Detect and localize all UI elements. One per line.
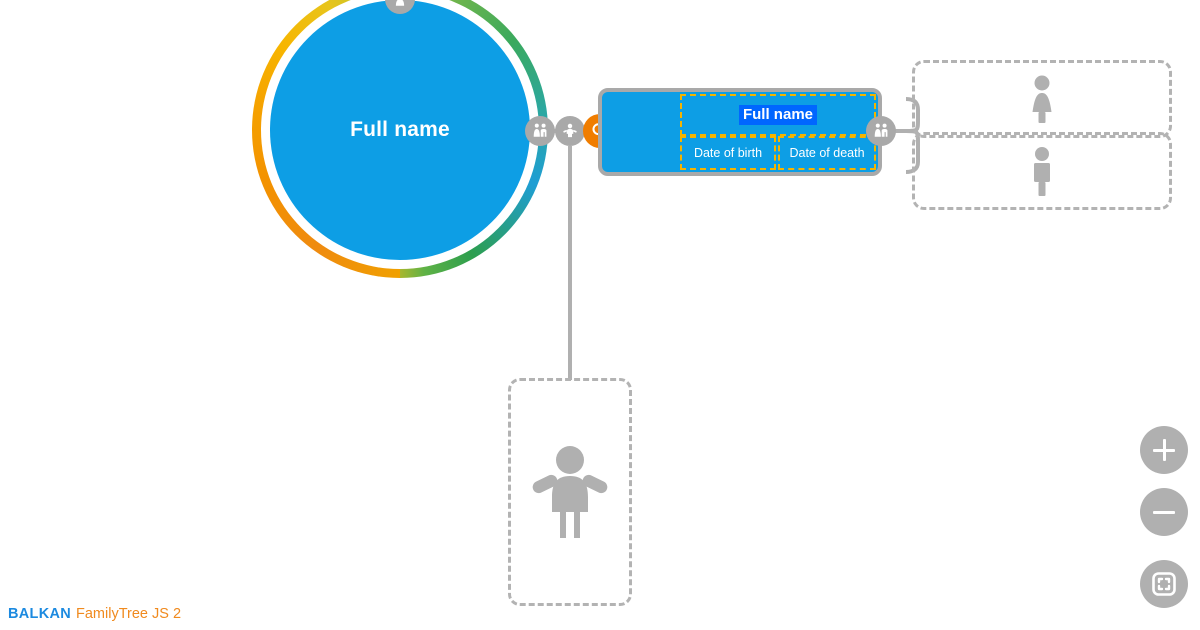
circle-node-body[interactable]: Full name (270, 0, 530, 260)
zoom-out-button[interactable] (1140, 488, 1188, 536)
male-person-icon (1034, 147, 1050, 196)
female-person-icon (1032, 75, 1052, 123)
name-field-outline (680, 94, 876, 136)
person-glyph (395, 0, 405, 6)
dob-field-outline (680, 136, 776, 170)
fit-to-screen-icon (1152, 572, 1176, 596)
placeholder-parent-female[interactable] (912, 60, 1172, 138)
brand-product-name: FamilyTree JS 2 (76, 606, 182, 622)
node-dod-text: Date of death (789, 146, 865, 160)
dod-field-outline (778, 136, 876, 170)
partner-couple-icon-right[interactable] (866, 116, 896, 146)
node-dob-text: Date of birth (693, 146, 763, 160)
add-child-icon[interactable] (555, 116, 585, 146)
zoom-in-button[interactable] (1140, 426, 1188, 474)
child-icon (532, 446, 608, 538)
circle-node-name: Full name (350, 118, 450, 141)
brand-name: BALKAN (8, 606, 72, 622)
node-body: Full name Date of birth Date of death (602, 92, 878, 172)
person-badge-icon[interactable] (385, 0, 415, 14)
circle-person-node[interactable]: Full name (252, 0, 548, 278)
node-dod-field[interactable]: Date of death (778, 136, 876, 170)
placeholder-parent-male[interactable] (912, 132, 1172, 210)
couple-glyph-right (874, 123, 888, 137)
child-glyph (563, 123, 577, 138)
node-dob-field[interactable]: Date of birth (680, 136, 776, 170)
node-fullname-text: Full name (738, 105, 817, 125)
partner-couple-icon[interactable] (525, 116, 555, 146)
placeholder-child[interactable] (508, 378, 632, 606)
node-fullname-field[interactable]: Full name (680, 94, 876, 136)
fit-to-screen-button[interactable] (1140, 560, 1188, 608)
couple-glyph (533, 123, 547, 137)
plus-icon-vertical (1162, 439, 1166, 461)
minus-icon (1153, 510, 1175, 514)
selected-person-node[interactable]: Full name Date of birth Date of death (598, 88, 882, 176)
